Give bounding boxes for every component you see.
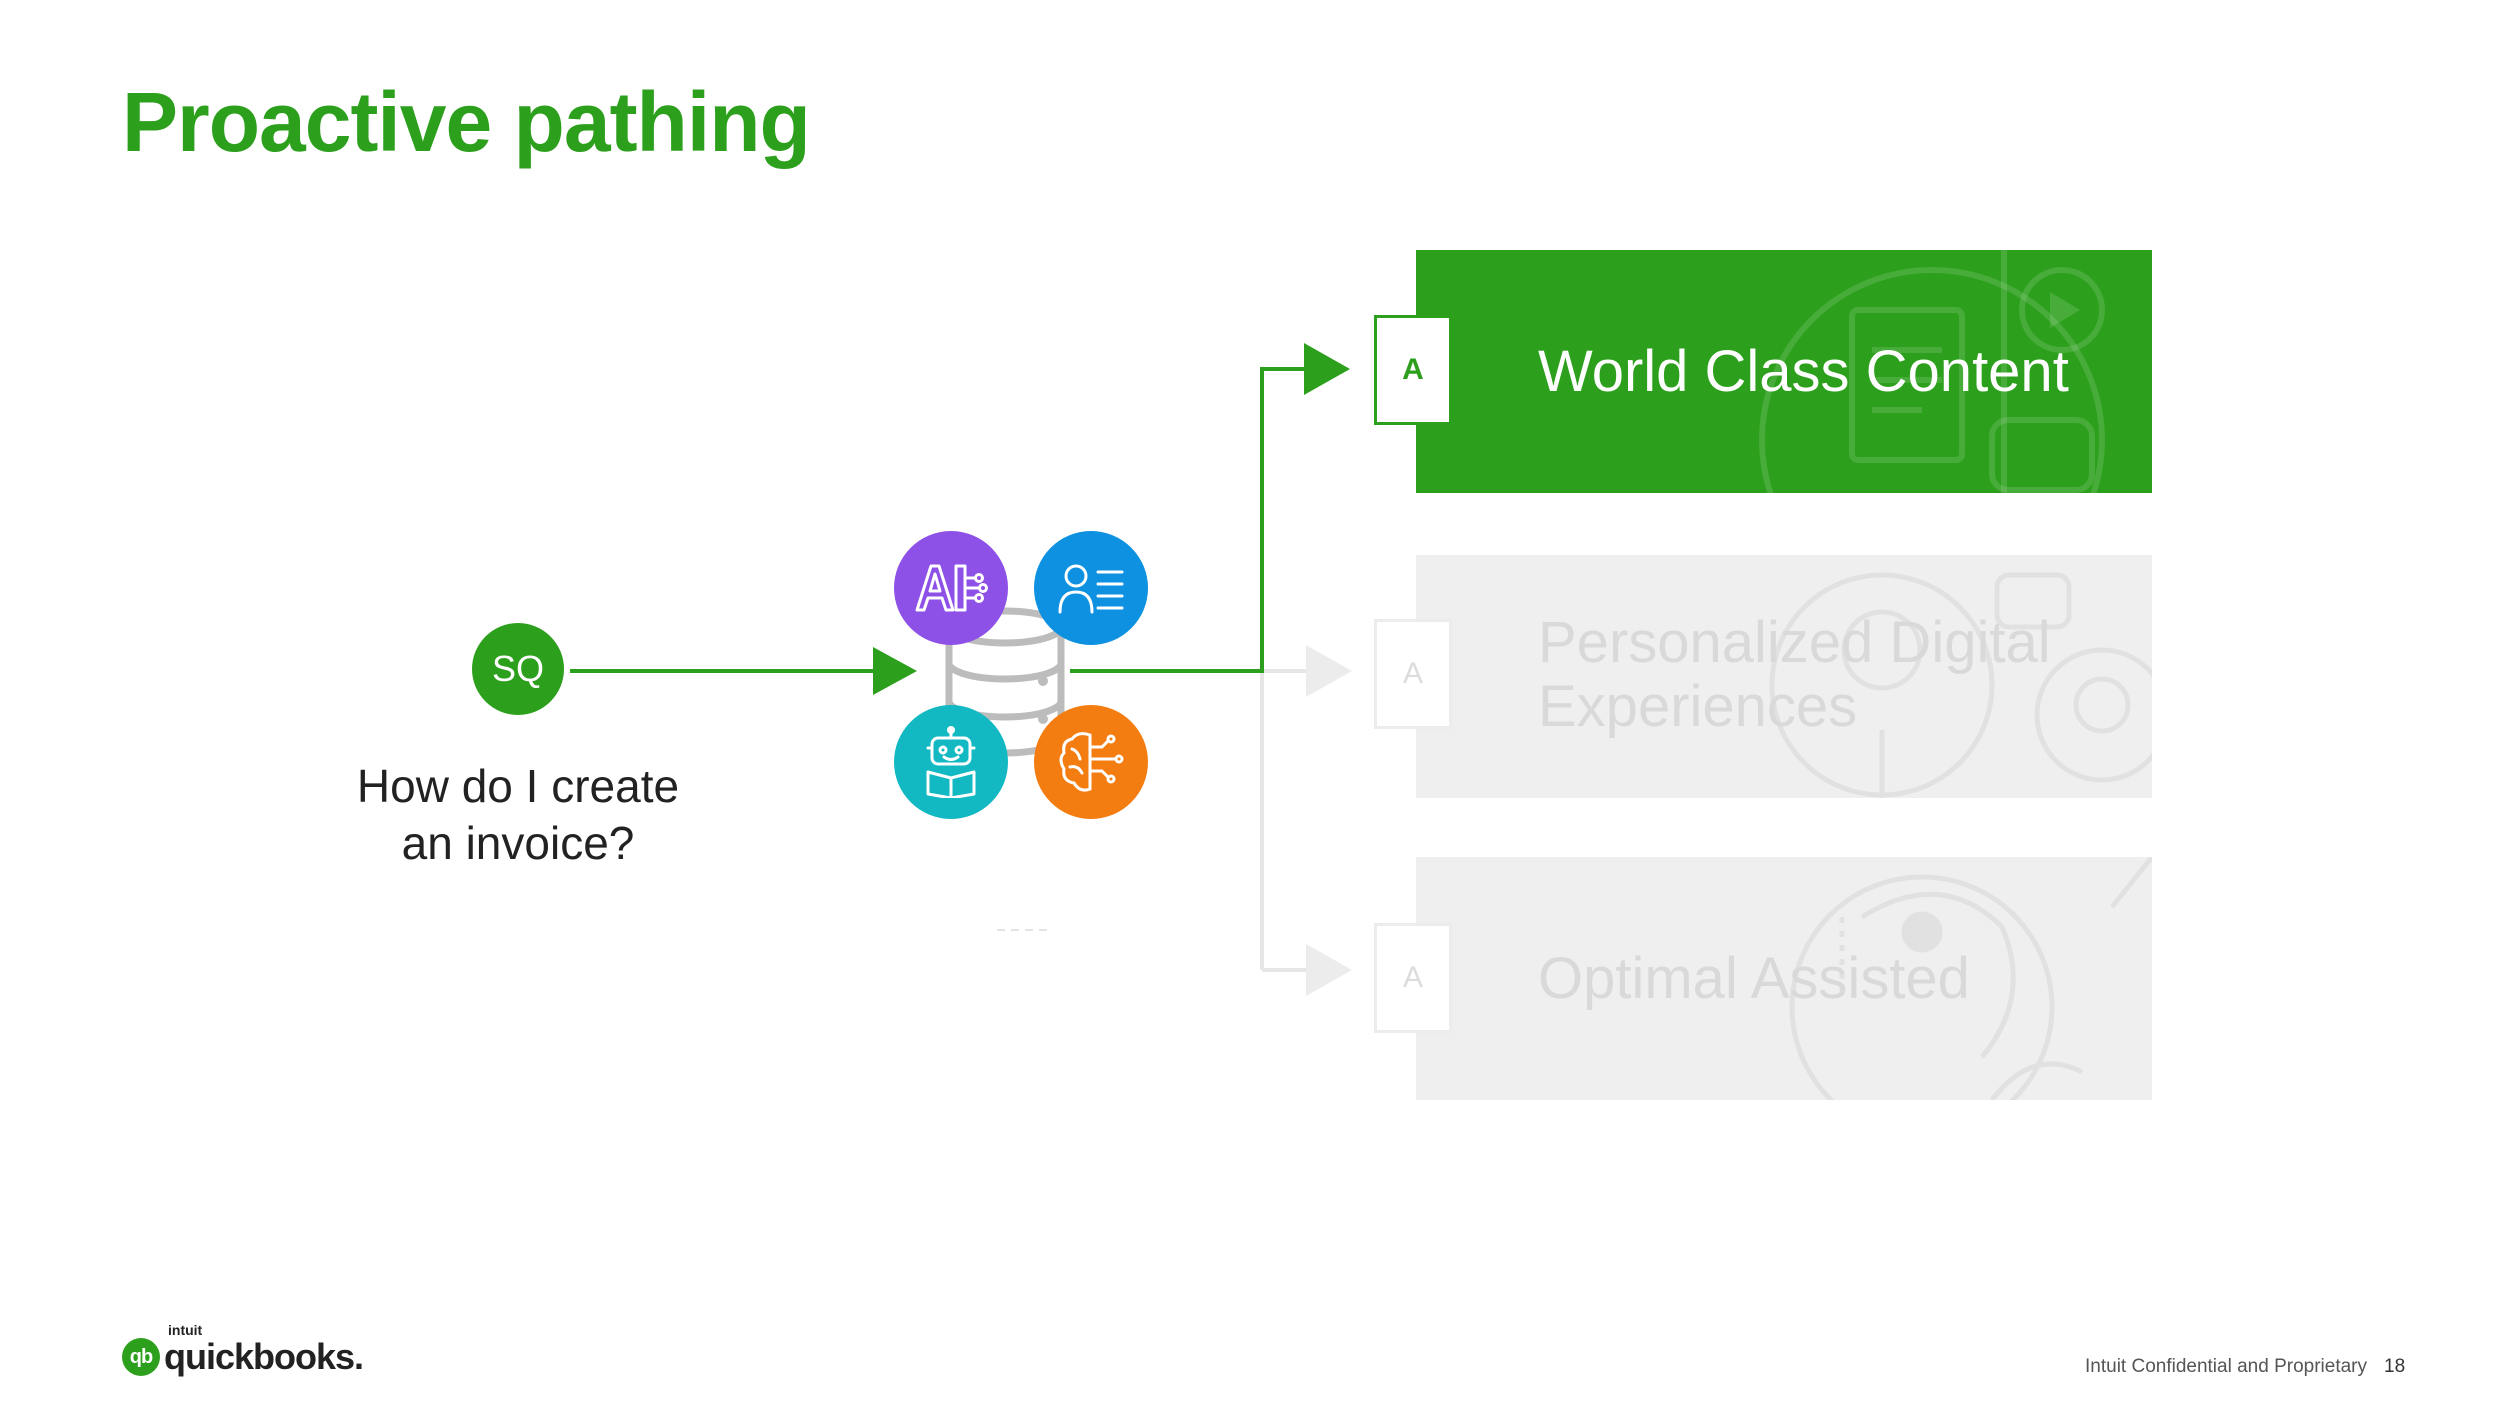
path-2-label-line-1: Personalized Digital bbox=[1538, 611, 2051, 675]
confidentiality-note: Intuit Confidential and Proprietary bbox=[2085, 1356, 2367, 1378]
path-2-label-line-2: Experiences bbox=[1538, 675, 2051, 739]
path-1-label: World Class Content bbox=[1538, 340, 2069, 404]
avatar-initials: SQ bbox=[492, 648, 544, 690]
ai-hub bbox=[880, 525, 1180, 830]
user-question: How do I create an invoice? bbox=[318, 758, 718, 872]
path-2-label: Personalized Digital Experiences bbox=[1538, 611, 2051, 739]
arrow-path-3 bbox=[1306, 944, 1352, 996]
arrow-path-1 bbox=[1304, 343, 1350, 395]
ai-icon bbox=[894, 531, 1008, 645]
qb-logo-mark: qb bbox=[122, 1338, 160, 1376]
path-3-tag: A bbox=[1374, 923, 1452, 1033]
path-card-optimal-assisted[interactable]: Optimal Assisted bbox=[1416, 857, 2152, 1100]
quickbooks-logo: qb intuit quickbooks. bbox=[122, 1336, 363, 1378]
question-line-1: How do I create bbox=[318, 758, 718, 815]
path-card-world-class-content[interactable]: World Class Content bbox=[1416, 250, 2152, 493]
logo-intuit-text: intuit bbox=[168, 1322, 202, 1338]
profile-list-icon bbox=[1034, 531, 1148, 645]
robot-reader-icon bbox=[894, 705, 1008, 819]
logo-wordmark: quickbooks. bbox=[164, 1336, 363, 1377]
user-avatar: SQ bbox=[472, 623, 564, 715]
path-2-tag: A bbox=[1374, 619, 1452, 729]
arrow-path-2 bbox=[1306, 645, 1352, 697]
path-card-personalized-digital-experiences[interactable]: Personalized Digital Experiences bbox=[1416, 555, 2152, 798]
page-number: 18 bbox=[2384, 1356, 2405, 1378]
path-1-tag: A bbox=[1374, 315, 1452, 425]
brain-circuit-icon bbox=[1034, 705, 1148, 819]
question-line-2: an invoice? bbox=[318, 815, 718, 872]
path-3-label: Optimal Assisted bbox=[1538, 947, 1970, 1011]
